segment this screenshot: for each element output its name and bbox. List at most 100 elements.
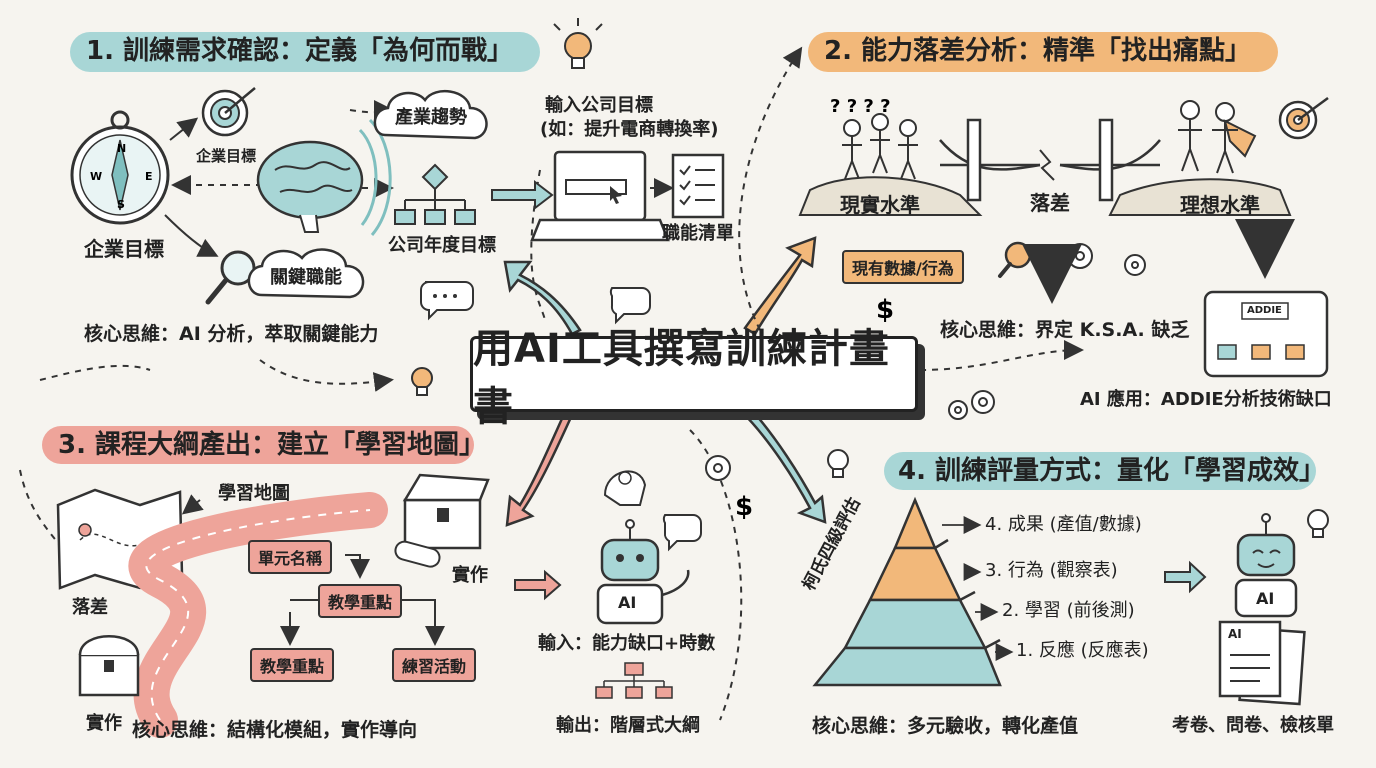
lightbulb-icon xyxy=(411,367,433,396)
practice-label-left: 實作 xyxy=(86,713,122,734)
cloud-icon xyxy=(373,89,488,140)
input-goal-label: 輸入公司目標 xyxy=(545,95,653,116)
unit-name-box: 單元名稱 xyxy=(248,540,333,574)
arrow xyxy=(169,117,199,141)
heading-highlights xyxy=(42,32,1316,490)
practice-label-right: 實作 xyxy=(452,565,488,586)
gear-icon xyxy=(948,390,995,420)
teaching-point-box: 教學重點 xyxy=(318,584,403,618)
center-title: 用AI工具撰寫訓練計畫書 xyxy=(470,326,918,430)
target-icon xyxy=(201,87,256,137)
level-4-label: 4. 成果 (產值/數據) xyxy=(985,514,1142,535)
current-level-label: 現實水準 xyxy=(840,193,920,217)
superhero-icon xyxy=(1178,100,1257,174)
dollar-icon: $ xyxy=(876,295,894,325)
treasure-chest-icon xyxy=(78,635,140,697)
arrow-to-s3 xyxy=(505,410,574,527)
addie-box-label: ADDIE xyxy=(1247,305,1282,316)
lightbulb-icon xyxy=(827,449,849,478)
robot-ai-label-2: AI xyxy=(1256,589,1275,608)
person-icon xyxy=(842,113,918,180)
input-goal-example: (如：提升電商轉換率) xyxy=(540,119,719,140)
gap-label: 落差 xyxy=(1030,191,1070,215)
job-list-label: 職能清單 xyxy=(662,223,734,244)
section-1-core-thinking: 核心思維：AI 分析，萃取關鍵能力 xyxy=(84,323,379,345)
compass-icon: N S W E xyxy=(70,110,170,225)
cloud-icon xyxy=(247,248,365,299)
pyramid-level-arrows xyxy=(942,516,1014,661)
section-4-core-thinking: 核心思維：多元驗收，轉化產值 xyxy=(812,715,1079,737)
gear-icon xyxy=(1067,243,1146,276)
arrow xyxy=(514,569,562,601)
head-gear-icon xyxy=(603,470,647,506)
mini-flowchart-icon xyxy=(595,662,673,699)
document-ai-label: AI xyxy=(1228,627,1242,641)
robot-ai-label: AI xyxy=(618,593,637,612)
ideal-level-label: 理想水準 xyxy=(1180,193,1260,217)
svg-text:W: W xyxy=(90,170,102,183)
arrow xyxy=(491,179,554,211)
scroll-icon xyxy=(394,540,441,568)
question-marks: ? ? ? ? xyxy=(830,96,891,117)
arrow-to-s4 xyxy=(739,406,827,524)
magnifier-icon xyxy=(998,241,1032,278)
ai-output-label: 輸出：階層式大綱 xyxy=(556,715,700,736)
level-2-label: 2. 學習 (前後測) xyxy=(1002,600,1135,621)
chat-bubble-icon xyxy=(609,287,651,325)
enterprise-goal-label: 企業目標 xyxy=(84,237,164,261)
section-1-heading: 1. 訓練需求確認：定義「為何而戰」 xyxy=(86,36,514,66)
enterprise-goal-small-label: 企業目標 xyxy=(196,147,257,165)
lightbulb-icon xyxy=(1307,509,1329,538)
checklist-icon xyxy=(671,153,725,219)
existing-data-box: 現有數據/行為 xyxy=(842,250,964,284)
pyramid-icon xyxy=(812,496,1002,687)
road-path xyxy=(129,492,388,738)
gear-icon xyxy=(705,455,731,481)
cliff-right xyxy=(1108,178,1292,216)
teaching-point-box-2: 教學重點 xyxy=(250,648,335,682)
section-2-heading: 2. 能力落差分析：精準「找出痛點」 xyxy=(824,36,1252,66)
key-competency-label: 關鍵職能 xyxy=(270,267,342,288)
arrow-to-s2 xyxy=(743,236,817,336)
section-3-core-thinking: 核心思維：結構化模組，實作導向 xyxy=(132,719,418,741)
treasure-chest-icon xyxy=(402,473,490,550)
addie-ai-application: AI 應用：ADDIE分析技術缺口 xyxy=(1080,389,1332,410)
practice-activity-box: 練習活動 xyxy=(392,648,477,682)
target-icon xyxy=(1278,96,1329,140)
chat-bubble-icon xyxy=(420,281,474,321)
dollar-icon: $ xyxy=(735,492,753,522)
document-icon xyxy=(1218,620,1306,706)
annual-goal-label: 公司年度目標 xyxy=(388,235,496,256)
svg-text:S: S xyxy=(117,198,125,211)
section-3-heading: 3. 課程大綱產出：建立「學習地圖」 xyxy=(58,430,486,460)
center-arrows xyxy=(503,236,827,527)
robot-icon xyxy=(596,519,690,625)
industry-trend-label: 產業趨勢 xyxy=(395,107,467,128)
cliff-left xyxy=(798,176,983,216)
level-3-label: 3. 行為 (觀察表) xyxy=(985,560,1118,581)
bridge-icon xyxy=(939,118,1161,202)
arrow xyxy=(1164,560,1207,594)
svg-text:E: E xyxy=(145,170,153,183)
lightbulb-icon xyxy=(553,18,603,69)
ai-input-label: 輸入：能力缺口+時數 xyxy=(538,633,716,654)
robot-icon xyxy=(1234,513,1298,618)
tablet-icon xyxy=(1203,290,1329,378)
gap-label-left: 落差 xyxy=(72,597,108,618)
arrow xyxy=(181,494,204,515)
level-1-label: 1. 反應 (反應表) xyxy=(1016,640,1149,661)
assessment-tools-label: 考卷、問卷、檢核單 xyxy=(1172,715,1334,736)
flowchart-icon xyxy=(394,163,476,225)
section-4-heading: 4. 訓練評量方式：量化「學習成效」 xyxy=(898,456,1326,486)
arrow-to-s1 xyxy=(503,260,582,336)
brain-icon xyxy=(256,118,392,236)
section-2-core-thinking: 核心思維：界定 K.S.A. 缺乏 xyxy=(940,319,1190,341)
magnifier-icon xyxy=(205,250,256,305)
laptop-icon xyxy=(530,150,670,242)
svg-text:N: N xyxy=(117,142,126,155)
learning-map-label: 學習地圖 xyxy=(218,483,290,504)
chat-bubble-icon xyxy=(662,514,702,552)
arrow xyxy=(164,214,219,257)
